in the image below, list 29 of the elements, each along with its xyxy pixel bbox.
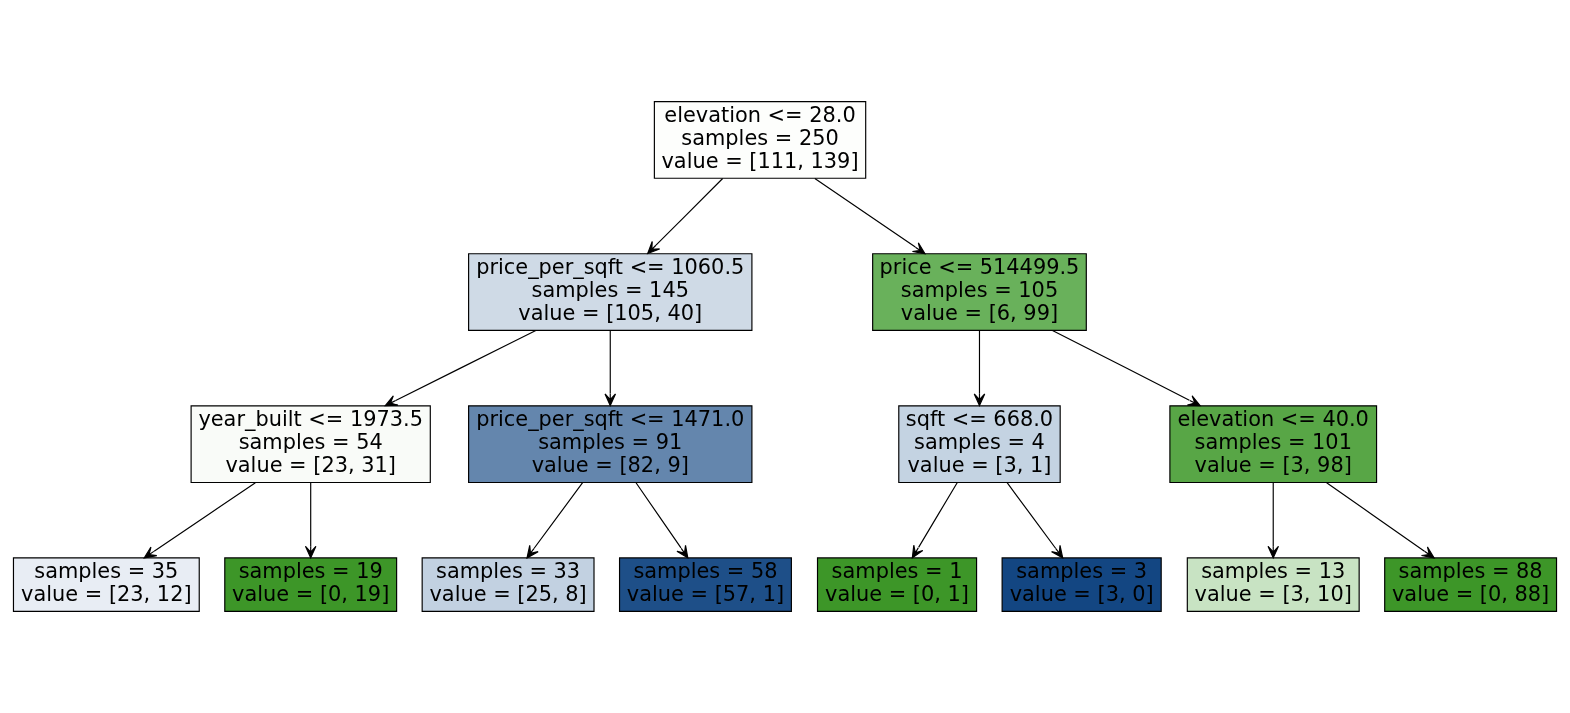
arrow	[304, 482, 317, 559]
arrow	[1326, 482, 1435, 559]
node-box: price <= 514499.5 samples = 105 value = [6, 99]	[872, 253, 1087, 331]
arrow	[604, 330, 617, 407]
node-box: samples = 3 value = [3, 0]	[1001, 557, 1162, 612]
node-box: samples = 13 value = [3, 10]	[1186, 557, 1360, 612]
arrow	[973, 330, 986, 407]
node-box: samples = 33 value = [25, 8]	[421, 557, 595, 612]
arrow	[526, 482, 584, 559]
arrow	[814, 177, 926, 255]
arrow	[143, 482, 256, 559]
arrow	[911, 482, 958, 559]
node-box: samples = 19 value = [0, 19]	[224, 557, 398, 612]
arrow	[1051, 329, 1201, 407]
arrow	[635, 482, 689, 559]
node-box: elevation <= 40.0 samples = 101 value = [3, 98]	[1169, 405, 1378, 484]
node-box: elevation <= 28.0 samples = 250 value = [111, 139]	[653, 101, 867, 179]
node-box: year_built <= 1973.5 samples = 54 value = [23, 31]	[190, 405, 431, 484]
node-box: price_per_sqft <= 1060.5 samples = 145 value = [105, 40]	[468, 253, 753, 331]
arrow	[1006, 482, 1064, 559]
arrow	[1267, 482, 1280, 559]
node-box: sqft <= 668.0 samples = 4 value = [3, 1]	[898, 405, 1061, 484]
arrow	[384, 329, 537, 407]
node-box: samples = 1 value = [0, 1]	[816, 557, 978, 612]
arrow	[647, 177, 724, 254]
node-box: samples = 88 value = [0, 88]	[1384, 557, 1558, 612]
node-box: price_per_sqft <= 1471.0 samples = 91 value = [82, 9]	[468, 405, 753, 484]
node-box: samples = 58 value = [57, 1]	[618, 557, 792, 612]
node-box: samples = 35 value = [23, 12]	[12, 557, 200, 612]
